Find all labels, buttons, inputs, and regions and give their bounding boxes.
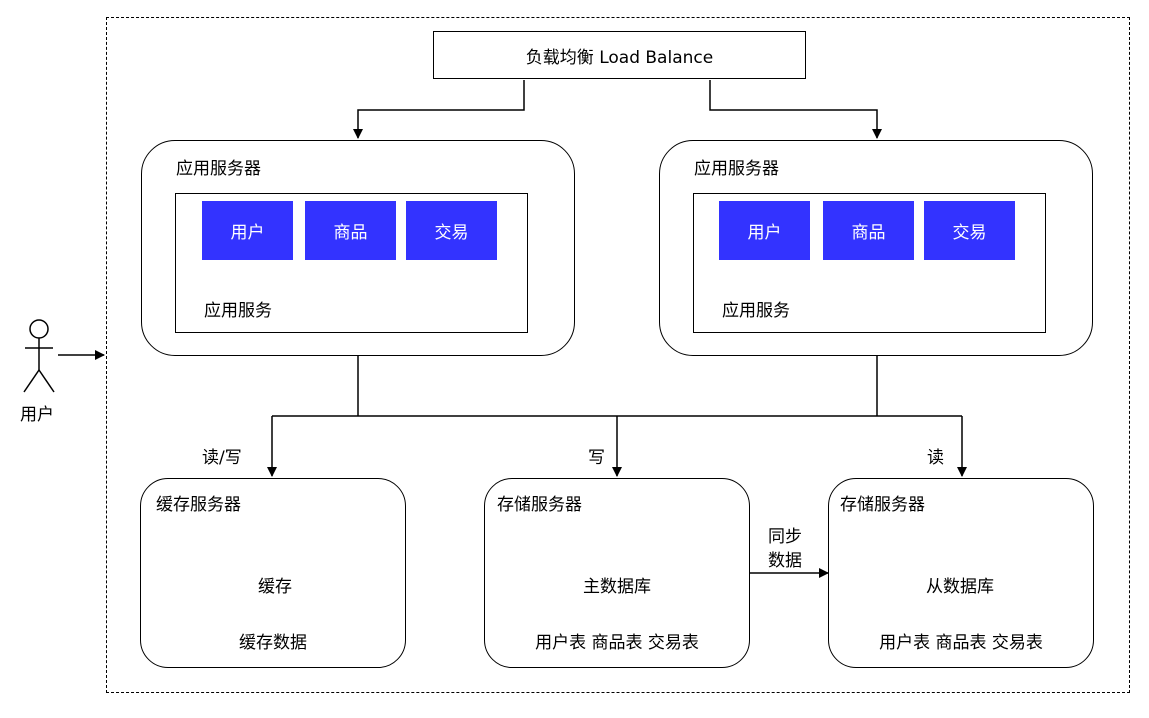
cache-server-caption: 缓存数据	[239, 633, 307, 653]
app-service-left-label: 应用服务	[204, 301, 272, 321]
module-product-left: 商品	[305, 201, 396, 260]
app-server-right-title: 应用服务器	[694, 159, 779, 179]
module-user-left: 用户	[202, 201, 293, 260]
master-db-label: 主数据库	[583, 577, 651, 597]
app-server-left-title: 应用服务器	[176, 159, 261, 179]
storage-slave-title: 存储服务器	[840, 495, 925, 515]
module-product-right: 商品	[823, 201, 914, 260]
edge-lb-to-app-right	[709, 80, 882, 139]
user-actor-icon	[23, 319, 55, 393]
user-label: 用户	[20, 405, 54, 425]
edge-label-sync-line1: 同步	[768, 527, 802, 547]
edge-label-read: 读	[927, 448, 944, 468]
edge-lb-to-app-left	[353, 80, 525, 139]
slave-db-label: 从数据库	[926, 577, 994, 597]
cache-server-title: 缓存服务器	[156, 495, 241, 515]
app-service-right-label: 应用服务	[722, 301, 790, 321]
edge-label-read-write: 读/写	[202, 448, 242, 468]
storage-master-title: 存储服务器	[497, 495, 582, 515]
load-balancer-label: 负载均衡 Load Balance	[525, 47, 714, 68]
edge-label-write: 写	[588, 448, 605, 468]
module-trade-left: 交易	[406, 201, 497, 260]
storage-server-master	[484, 478, 750, 668]
load-balancer-box: 负载均衡 Load Balance	[433, 31, 806, 79]
storage-master-caption: 用户表 商品表 交易表	[535, 633, 699, 653]
edge-label-sync-line2: 数据	[768, 551, 802, 571]
storage-server-slave	[828, 478, 1094, 668]
cache-server	[140, 478, 406, 668]
system-boundary	[106, 17, 1130, 693]
module-trade-right: 交易	[924, 201, 1015, 260]
storage-slave-caption: 用户表 商品表 交易表	[879, 633, 1043, 653]
cache-db-label: 缓存	[258, 577, 292, 597]
module-user-right: 用户	[719, 201, 810, 260]
